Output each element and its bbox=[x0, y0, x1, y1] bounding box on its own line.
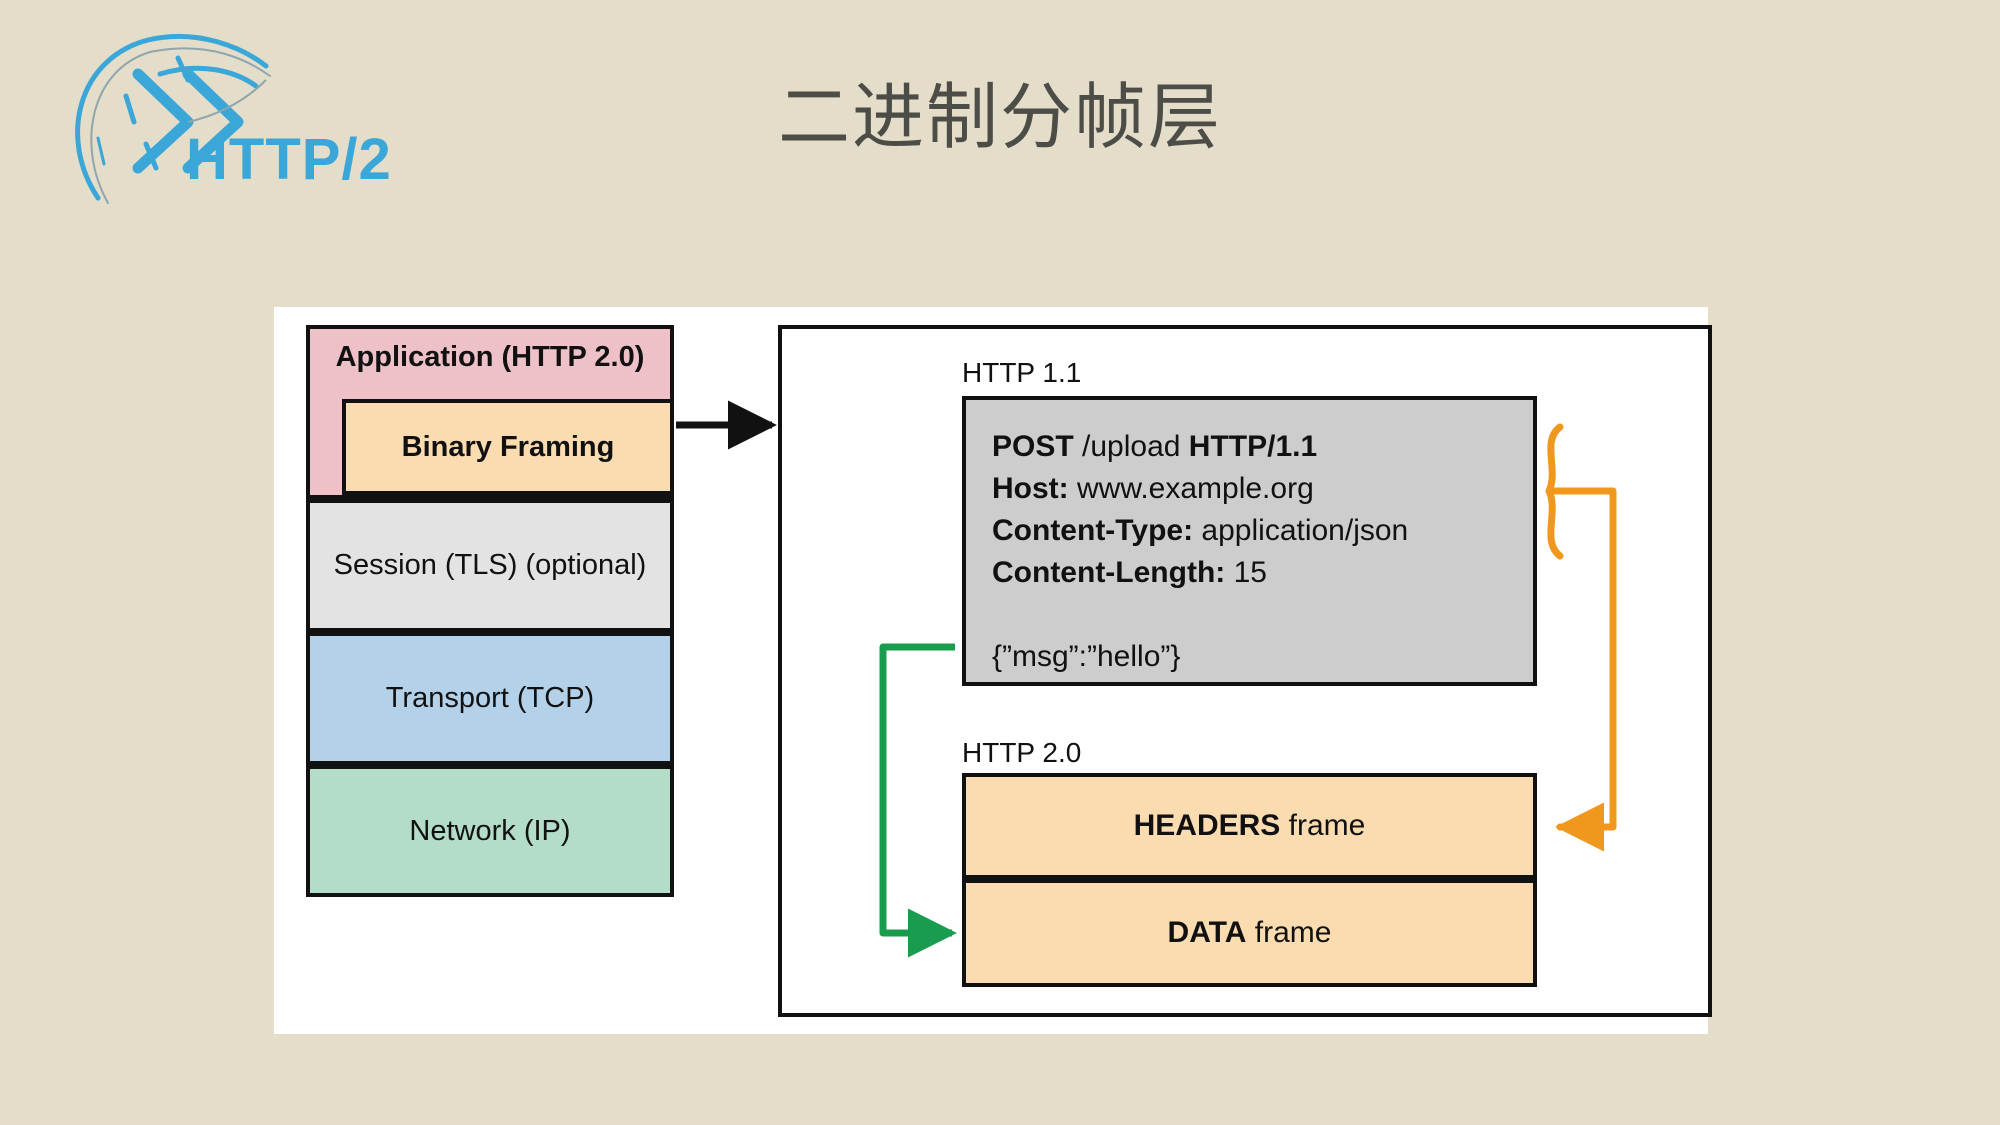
stack-layer-network-label: Network (IP) bbox=[409, 814, 571, 847]
http11-method: POST bbox=[992, 430, 1074, 463]
http11-path: /upload bbox=[1073, 430, 1189, 463]
http11-blank-line bbox=[992, 594, 1533, 636]
headers-frame[interactable]: HEADERS frame bbox=[962, 773, 1537, 879]
caption-http11: HTTP 1.1 bbox=[962, 357, 1082, 388]
http11-message-box[interactable]: POST /upload HTTP/1.1 Host: www.example.… bbox=[962, 396, 1537, 686]
stack-layer-transport[interactable]: Transport (TCP) bbox=[306, 632, 674, 765]
data-frame[interactable]: DATA frame bbox=[962, 879, 1537, 987]
stack-layer-session-label: Session (TLS) (optional) bbox=[333, 549, 647, 581]
caption-http20: HTTP 2.0 bbox=[962, 737, 1082, 768]
page-title: 二进制分帧层 bbox=[777, 78, 1222, 158]
http11-header-content-length-value: 15 bbox=[1225, 556, 1267, 589]
http2-globe-icon bbox=[75, 33, 271, 204]
headers-frame-type: HEADERS bbox=[1133, 809, 1281, 842]
http11-request-line: POST /upload HTTP/1.1 bbox=[992, 426, 1533, 468]
protocol-stack: Application (HTTP 2.0) Binary Framing Se… bbox=[306, 325, 674, 897]
logo-wordmark: HTTP/2 bbox=[186, 127, 392, 192]
stack-layer-session[interactable]: Session (TLS) (optional) bbox=[306, 499, 674, 632]
http11-header-content-type-key: Content-Type: bbox=[992, 514, 1194, 547]
data-frame-label: DATA frame bbox=[1168, 916, 1332, 950]
stack-layer-application-label: Application (HTTP 2.0) bbox=[335, 341, 645, 373]
data-frame-suffix: frame bbox=[1246, 916, 1332, 949]
http11-header-host-key: Host: bbox=[992, 472, 1069, 505]
headers-frame-suffix: frame bbox=[1280, 809, 1366, 842]
http11-header-content-length: Content-Length: 15 bbox=[992, 552, 1533, 594]
http11-version: HTTP/1.1 bbox=[1188, 430, 1318, 463]
http11-body: {”msg”:”hello”} bbox=[992, 640, 1181, 673]
http11-header-content-type-value: application/json bbox=[1193, 514, 1409, 547]
stack-layer-network[interactable]: Network (IP) bbox=[306, 765, 674, 897]
stack-layer-transport-label: Transport (TCP) bbox=[385, 682, 595, 714]
http11-header-host: Host: www.example.org bbox=[992, 468, 1533, 510]
http11-header-host-value: www.example.org bbox=[1068, 472, 1314, 505]
data-frame-type: DATA bbox=[1167, 916, 1247, 949]
headers-frame-label: HEADERS frame bbox=[1134, 809, 1366, 843]
stack-layer-binary-framing[interactable]: Binary Framing bbox=[342, 399, 674, 495]
stack-layer-binary-framing-label: Binary Framing bbox=[401, 430, 615, 463]
http11-header-content-length-key: Content-Length: bbox=[992, 556, 1226, 589]
http11-header-content-type: Content-Type: application/json bbox=[992, 510, 1533, 552]
http2-logo: HTTP/2 bbox=[38, 18, 398, 204]
